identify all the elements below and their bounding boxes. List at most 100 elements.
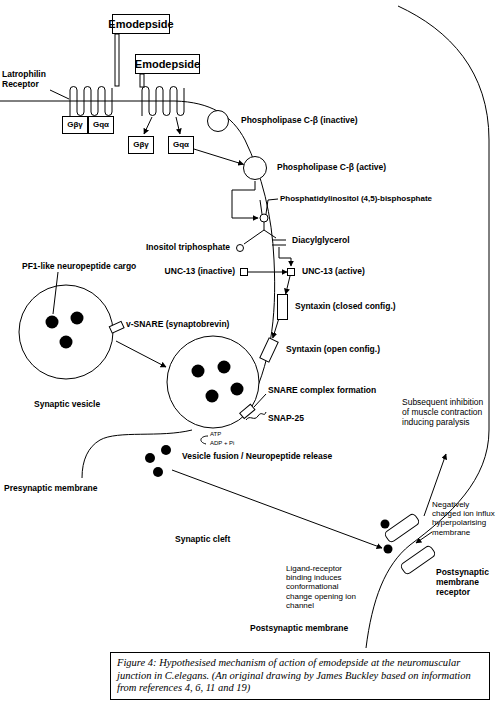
bound-ligand-dot [384,545,393,554]
process-label: Vesicle fusion / Neuropeptide release [182,452,332,462]
receptor-label: Latrophilin Receptor [2,70,60,90]
receptor-symbol [142,87,184,117]
node-text: Gqα [173,141,189,150]
circle-shape [237,245,244,252]
protein-square: UNC-13 (active) [287,268,295,276]
arrow-line [116,341,166,367]
figure-caption: Figure 4: Hypothesised mechanism of acti… [117,657,483,695]
arrow-line [172,470,382,548]
bracket-arrow [279,247,291,266]
node-text: Gqα [93,121,109,130]
node-label: Phospholipase C-β (active) [277,163,386,172]
node-label: Inositol triphosphate [146,243,230,252]
snap-25-symbol [246,412,266,420]
bar-outline [262,338,276,362]
region-label: Postsynaptic membrane receptor [436,568,494,597]
protein-label: SNAP-25 [268,414,304,424]
node-label: Syntaxin (open config.) [286,345,380,354]
vesicle-circle [19,285,113,379]
neuropeptide-dot [192,365,205,378]
flow-arrow [194,149,244,164]
node-label: UNC-13 (active) [302,267,365,276]
note-label: Negatively charged ion influx hyperpolar… [432,500,496,537]
protein-square: UNC-13 (inactive) [240,268,248,276]
syntaxin-bar: Syntaxin (open config.) [262,338,276,362]
v-snare-tab [109,321,124,333]
g-protein-box: Gβγ [128,136,154,154]
flow-arrow [273,320,279,338]
node-label: Phospholipase C-β (inactive) [241,116,358,125]
atp-arrow [201,436,208,444]
vesicle-label: Synaptic vesicle [34,400,100,410]
node-text: Gβγ [133,141,149,150]
circle-outline [207,110,229,132]
node-label: UNC-13 (inactive) [165,267,235,276]
neuropeptide-dot [231,383,244,396]
leader-line [254,394,266,407]
node-label: Syntaxin (closed config.) [295,302,396,311]
molecule-label: ADP + Pi [210,440,234,447]
caption-box: Figure 4: Hypothesised mechanism of acti… [110,652,490,700]
molecule-label: ATP [210,431,221,438]
ligand-stick [140,74,144,87]
g-protein-box: Gqα [168,136,194,154]
molecule-label: Phosphatidylinositol (4,5)-bisphosphate [280,194,432,203]
g-protein-box: Gqα [88,116,114,134]
molecule-label: Diacylglycerol [292,236,350,246]
snare-complex [240,404,255,418]
bar-shape [260,338,278,362]
flow-arrow [248,272,287,273]
region-label: Presynaptic membrane [4,484,98,494]
process-label: SNARE complex formation [268,386,376,396]
bound-ligand-dot [381,520,390,529]
protein-label: v-SNARE (synaptobrevin) [126,320,229,330]
arrow-line [144,117,152,134]
arrow-line [176,117,180,134]
postsynaptic-membrane-line [366,6,489,648]
node-text: Gβγ [67,121,83,130]
region-label: Synaptic cleft [175,535,230,545]
leader-line [268,199,278,200]
enzyme-circle: Phospholipase C-β (inactive) [207,110,229,132]
ion-arrow [416,532,432,543]
syntaxin-bar: Syntaxin (closed config.) [277,294,288,320]
drug-box: Emodepside [135,54,200,74]
note-label: Subsequent inhibition of muscle contract… [402,398,492,427]
cargo-label: PF1-like neuropeptide cargo [22,262,136,272]
flow-arrow [286,276,290,294]
circle-outline [236,244,244,252]
circle-shape [244,157,267,180]
dag-symbol [272,245,286,246]
g-protein-box: Gβγ [62,116,88,134]
note-label: Ligand-receptor binding induces conforma… [286,564,366,610]
node-text: Emodepside [108,18,173,30]
lipid-head [260,214,268,222]
lipid-tail [260,200,268,214]
enzyme-circle: Phospholipase C-β (active) [243,156,267,180]
neuropeptide-dot [161,445,171,455]
neuropeptide-dot [46,316,59,329]
drug-box: Emodepside [112,14,170,34]
node-text: Emodepside [135,58,200,70]
neuropeptide-dot [60,336,73,349]
dag-symbol [272,240,286,241]
bracket-arrow [232,181,258,218]
neuropeptide-dot [218,361,231,374]
receptor-symbol [70,87,112,117]
neuropeptide-dot [206,390,219,403]
neuropeptide-dot [153,467,163,477]
neuropeptide-dot [71,312,84,325]
region-label: Postsynaptic membrane [250,624,348,634]
molecule-circle: Inositol triphosphate [236,244,244,252]
leader-line [53,272,58,314]
leader-line [50,90,69,99]
neuropeptide-dot [145,453,155,463]
ligand-stick [115,34,119,86]
vesicle-circle [167,336,259,428]
receptor-channel [400,545,436,575]
